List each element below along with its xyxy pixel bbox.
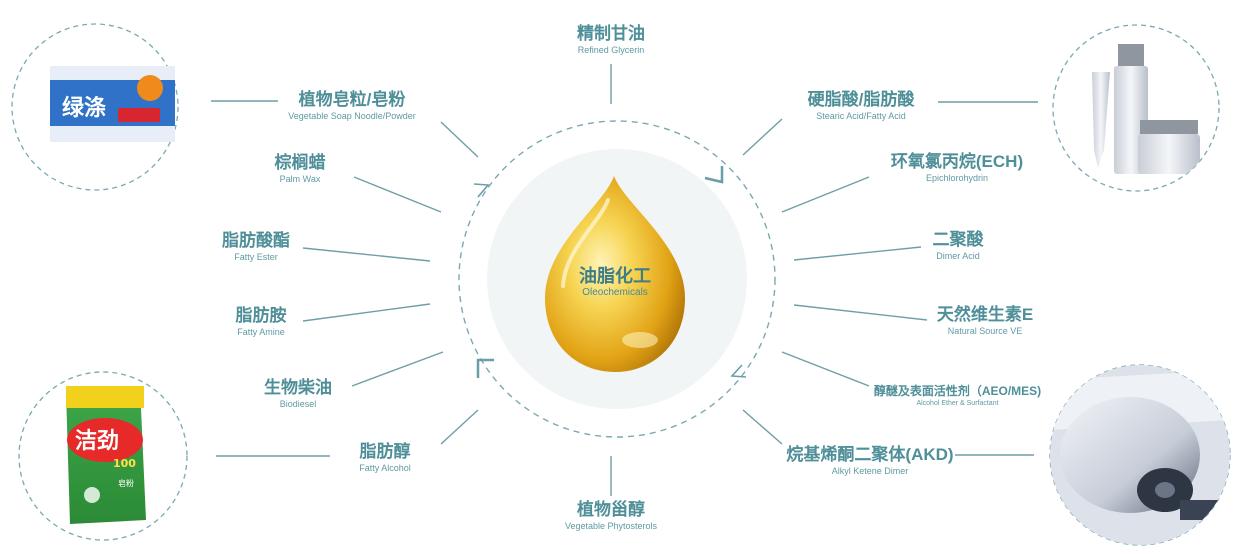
product-label-en: Natural Source VE: [947, 326, 1023, 336]
product-label-zh: 精制甘油: [577, 24, 645, 43]
product-ech: 环氧氯丙烷(ECH) Epichlorohydrin: [872, 152, 1042, 184]
product-label-zh: 二聚酸: [932, 230, 984, 249]
connector-stearic-inner: [742, 118, 783, 156]
product-label-zh: 脂肪胺: [235, 306, 287, 325]
paper-roll-image: [1050, 365, 1230, 545]
ring-arrow-bottom-left: [476, 358, 494, 378]
center-label-zh: 油脂化工: [579, 266, 651, 286]
product-akd: 烷基烯酮二聚体(AKD) Alkyl Ketene Dimer: [785, 445, 955, 477]
connector-fatty-amine: [302, 303, 431, 322]
product-label-zh: 环氧氯丙烷(ECH): [890, 152, 1024, 171]
product-label-zh: 天然维生素E: [936, 305, 1034, 324]
product-label-en: Fatty Amine: [237, 327, 285, 337]
center-dashed-ring: [458, 120, 776, 438]
ring-arrow-top-right: [704, 166, 724, 184]
product-label-zh: 植物皂粒/皂粉: [298, 90, 406, 109]
product-label-en: Fatty Ester: [234, 252, 278, 262]
connector-biodiesel: [351, 351, 444, 387]
connector-ech: [781, 176, 870, 213]
product-biodiesel: 生物柴油 Biodiesel: [248, 378, 348, 410]
product-refined-glycerin: 精制甘油 Refined Glycerin: [531, 24, 691, 56]
connector-natural-ve: [793, 304, 928, 321]
product-label-zh: 棕榈蜡: [274, 153, 326, 172]
product-label-zh: 硬脂酸/脂肪酸: [807, 90, 915, 109]
product-phytosterols: 植物甾醇 Vegetable Phytosterols: [531, 500, 691, 532]
soap-brand-text: 绿涤: [62, 95, 106, 121]
connector-lines: [211, 64, 1038, 496]
product-label-en: Epichlorohydrin: [925, 173, 989, 183]
product-label-en: Palm Wax: [279, 174, 321, 184]
product-label-en: Stearic Acid/Fatty Acid: [816, 111, 906, 121]
product-label-en: Fatty Alcohol: [359, 463, 411, 473]
detergent-sub-text: 皂粉: [118, 478, 134, 488]
center-label-en: Oleochemicals: [582, 287, 648, 298]
product-label-zh: 烷基烯酮二聚体(AKD): [786, 445, 954, 464]
detergent-brand-text: 洁劲: [75, 429, 119, 454]
detergent-number-text: 100: [113, 457, 136, 470]
product-label-zh: 醇醚及表面活性剂（AEO/MES): [873, 384, 1042, 398]
product-aeo: 醇醚及表面活性剂（AEO/MES) Alcohol Ether & Surfac…: [870, 383, 1045, 409]
product-label-en: Alcohol Ether & Surfactant: [916, 400, 999, 407]
connector-akd-inner: [742, 409, 783, 445]
product-label-en: Alkyl Ketene Dimer: [831, 466, 909, 476]
product-soap-noodle: 植物皂粒/皂粉 Vegetable Soap Noodle/Powder: [270, 90, 434, 122]
product-label-zh: 生物柴油: [264, 378, 332, 397]
connector-dimer-acid: [793, 246, 922, 261]
product-fatty-alcohol: 脂肪醇 Fatty Alcohol: [335, 442, 435, 474]
soap-package-image: 绿涤: [50, 66, 175, 142]
connector-fatty-ester: [302, 247, 431, 262]
product-fatty-amine: 脂肪胺 Fatty Amine: [211, 306, 311, 338]
product-label-en: Refined Glycerin: [577, 45, 645, 55]
product-stearic-acid: 硬脂酸/脂肪酸 Stearic Acid/Fatty Acid: [786, 90, 936, 122]
connector-palm-wax: [353, 176, 442, 213]
connector-aeo: [781, 351, 870, 387]
product-label-zh: 脂肪酸酯: [222, 231, 290, 250]
product-label-en: Vegetable Soap Noodle/Powder: [288, 111, 416, 121]
ring-arrow-top-left: [473, 183, 490, 198]
ring-arrow-bottom-right: [730, 364, 747, 378]
product-label-zh: 脂肪醇: [359, 442, 411, 461]
cosmetics-image: [1092, 44, 1200, 174]
product-label-en: Biodiesel: [279, 399, 317, 409]
product-dimer-acid: 二聚酸 Dimer Acid: [908, 230, 1008, 262]
product-label-en: Vegetable Phytosterols: [564, 521, 658, 531]
product-fatty-ester: 脂肪酸酯 Fatty Ester: [206, 231, 306, 263]
product-palm-wax: 棕榈蜡 Palm Wax: [250, 153, 350, 185]
oil-drop-icon: [545, 176, 685, 372]
connector-fatty-alcohol-inner: [440, 409, 479, 445]
product-label-zh: 植物甾醇: [577, 500, 645, 519]
product-natural-ve: 天然维生素E Natural Source VE: [925, 305, 1045, 337]
connector-soap-inner: [440, 121, 479, 158]
product-label-en: Dimer Acid: [936, 251, 980, 261]
detergent-bag-image: 洁劲 100 皂粉: [66, 386, 146, 524]
center-label: 油脂化工 Oleochemicals: [540, 265, 690, 299]
